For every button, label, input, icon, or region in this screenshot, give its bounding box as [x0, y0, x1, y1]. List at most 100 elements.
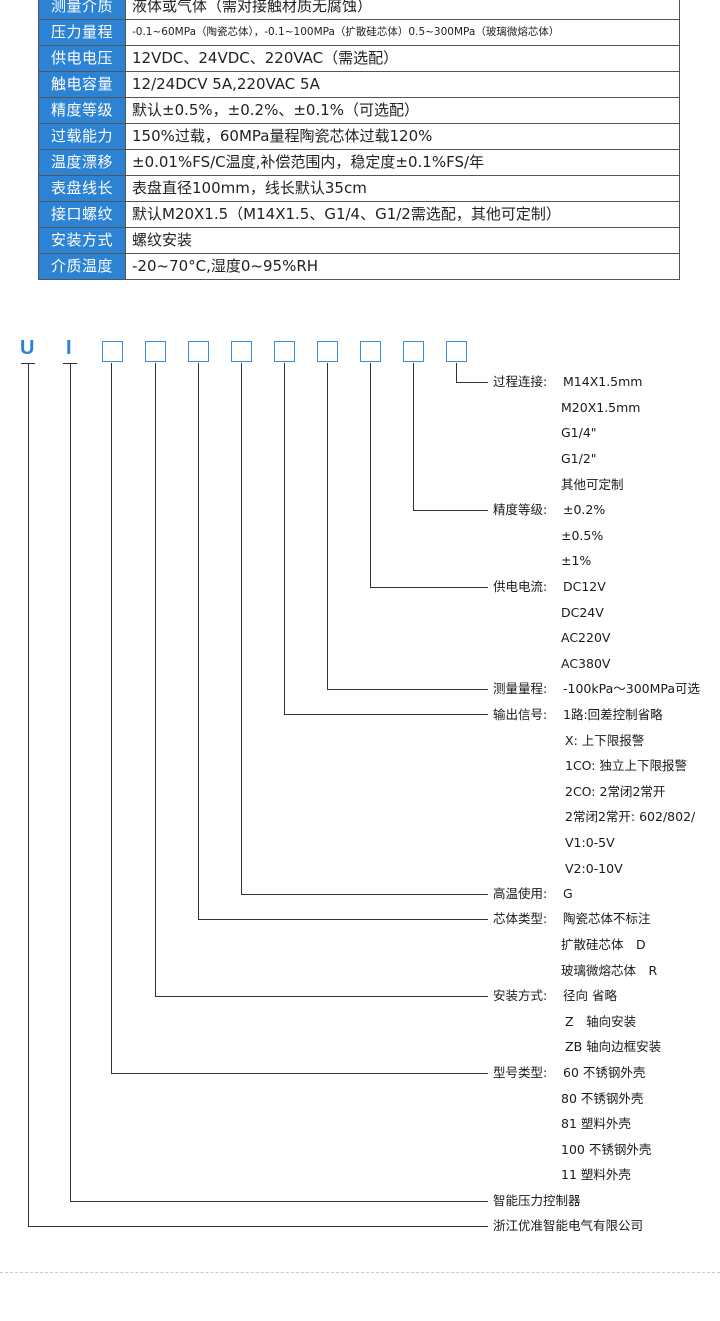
group-option: G1/4" [561, 425, 597, 440]
group-option: ±1% [561, 553, 592, 568]
spec-value: 液体或气体（需对接触材质无腐蚀） [125, 0, 680, 20]
group-option: ±0.2% [563, 502, 606, 517]
group-option: V2:0-10V [565, 861, 623, 876]
connector-line [111, 1073, 488, 1074]
connector-line [456, 363, 457, 382]
group-key: 过程连接: [493, 374, 548, 389]
spec-row: 精度等级默认±0.5%，±0.2%、±0.1%（可选配） [38, 97, 680, 124]
spec-key: 供电电压 [38, 45, 126, 72]
group-key: 型号类型: [493, 1065, 548, 1080]
spec-value: 螺纹安装 [125, 227, 680, 254]
spec-value: 12VDC、24VDC、220VAC（需选配） [125, 45, 680, 72]
group-key: 供电电流: [493, 579, 548, 594]
group-key: 芯体类型: [493, 911, 548, 926]
group-key: 高温使用: [493, 886, 548, 901]
group-option: -100kPa～300MPa可选 [563, 681, 701, 696]
group-option: 81 塑料外壳 [561, 1116, 631, 1131]
code-box [360, 341, 381, 362]
model-prefix-u: U [20, 337, 35, 359]
group-key: 测量量程: [493, 681, 548, 696]
connector-line [111, 363, 112, 1073]
section-divider [0, 1272, 720, 1273]
spec-row: 压力量程-0.1~60MPa（陶瓷芯体），-0.1~100MPa（扩散硅芯体）0… [38, 19, 680, 46]
group-option: 陶瓷芯体不标注 [563, 911, 651, 926]
spec-row: 接口螺纹默认M20X1.5（M14X1.5、G1/4、G1/2需选配，其他可定制… [38, 201, 680, 228]
spec-row: 介质温度-20~70°C,湿度0~95%RH [38, 253, 680, 280]
company-name: 浙江优准智能电气有限公司 [493, 1218, 644, 1233]
code-box [446, 341, 467, 362]
spec-key: 触电容量 [38, 71, 126, 98]
group-option: 玻璃微熔芯体 R [561, 963, 658, 978]
code-box [188, 341, 209, 362]
model-prefix-i: I [66, 337, 72, 359]
group-option: Z 轴向安装 [565, 1014, 637, 1029]
group-option: DC12V [563, 579, 606, 594]
connector-line [413, 510, 488, 511]
group-option: 径向 省略 [563, 988, 617, 1003]
connector-line [28, 363, 29, 1226]
connector-line [456, 382, 488, 383]
group-option: 100 不锈钢外壳 [561, 1142, 652, 1157]
spec-value: 150%过载，60MPa量程陶瓷芯体过载120% [125, 123, 680, 150]
spec-value: -20~70°C,湿度0~95%RH [125, 253, 680, 280]
group-key: 精度等级: [493, 502, 548, 517]
spec-row: 表盘线长表盘直径100mm，线长默认35cm [38, 175, 680, 202]
connector-line [198, 363, 199, 919]
code-box [231, 341, 252, 362]
connector-line [241, 894, 488, 895]
spec-value: 12/24DCV 5A,220VAC 5A [125, 71, 680, 98]
group-option: 1路:回差控制省略 [563, 707, 663, 722]
connector-line [284, 714, 488, 715]
spec-value: -0.1~60MPa（陶瓷芯体），-0.1~100MPa（扩散硅芯体）0.5~3… [125, 19, 680, 46]
spec-row: 测量介质液体或气体（需对接触材质无腐蚀） [38, 0, 680, 20]
group-option: 其他可定制 [561, 477, 624, 492]
connector-line [327, 689, 488, 690]
connector-line [284, 363, 285, 714]
product-name: 智能压力控制器 [493, 1193, 581, 1208]
group-option: 80 不锈钢外壳 [561, 1091, 644, 1106]
spec-key: 安装方式 [38, 227, 126, 254]
connector-line [70, 363, 71, 1201]
group-option: 2常闭2常开: 602/802/ [565, 809, 696, 824]
code-box [403, 341, 424, 362]
connector-line [370, 363, 371, 587]
group-option: AC220V [561, 630, 611, 645]
group-option: 60 不锈钢外壳 [563, 1065, 646, 1080]
code-box [102, 341, 123, 362]
connector-line [370, 587, 488, 588]
spec-value: 表盘直径100mm，线长默认35cm [125, 175, 680, 202]
group-key: 输出信号: [493, 707, 548, 722]
spec-key: 接口螺纹 [38, 201, 126, 228]
code-box [317, 341, 338, 362]
spec-key: 表盘线长 [38, 175, 126, 202]
spec-key: 温度漂移 [38, 149, 126, 176]
group-option: 扩散硅芯体 D [561, 937, 646, 952]
connector-line [155, 996, 488, 997]
connector-line [198, 919, 488, 920]
connector-line [413, 363, 414, 510]
connector-line [28, 1226, 488, 1227]
group-option: DC24V [561, 605, 604, 620]
spec-key: 压力量程 [38, 19, 126, 46]
group-option: G [563, 886, 573, 901]
group-option: V1:0-5V [565, 835, 615, 850]
spec-value: 默认M20X1.5（M14X1.5、G1/4、G1/2需选配，其他可定制） [125, 201, 680, 228]
connector-line [241, 363, 242, 894]
group-option: 1CO: 独立上下限报警 [565, 758, 687, 773]
spec-row: 温度漂移±0.01%FS/C温度,补偿范围内，稳定度±0.1%FS/年 [38, 149, 680, 176]
connector-line [70, 1201, 488, 1202]
spec-key: 精度等级 [38, 97, 126, 124]
spec-value: 默认±0.5%，±0.2%、±0.1%（可选配） [125, 97, 680, 124]
group-option: 2CO: 2常闭2常开 [565, 784, 666, 799]
group-option: X: 上下限报警 [565, 733, 645, 748]
group-option: M20X1.5mm [561, 400, 641, 415]
group-option: M14X1.5mm [563, 374, 643, 389]
code-box [145, 341, 166, 362]
spec-row: 安装方式螺纹安装 [38, 227, 680, 254]
spec-table: 测量介质液体或气体（需对接触材质无腐蚀） 压力量程-0.1~60MPa（陶瓷芯体… [38, 0, 680, 280]
group-option: G1/2" [561, 451, 597, 466]
connector-line [155, 363, 156, 996]
